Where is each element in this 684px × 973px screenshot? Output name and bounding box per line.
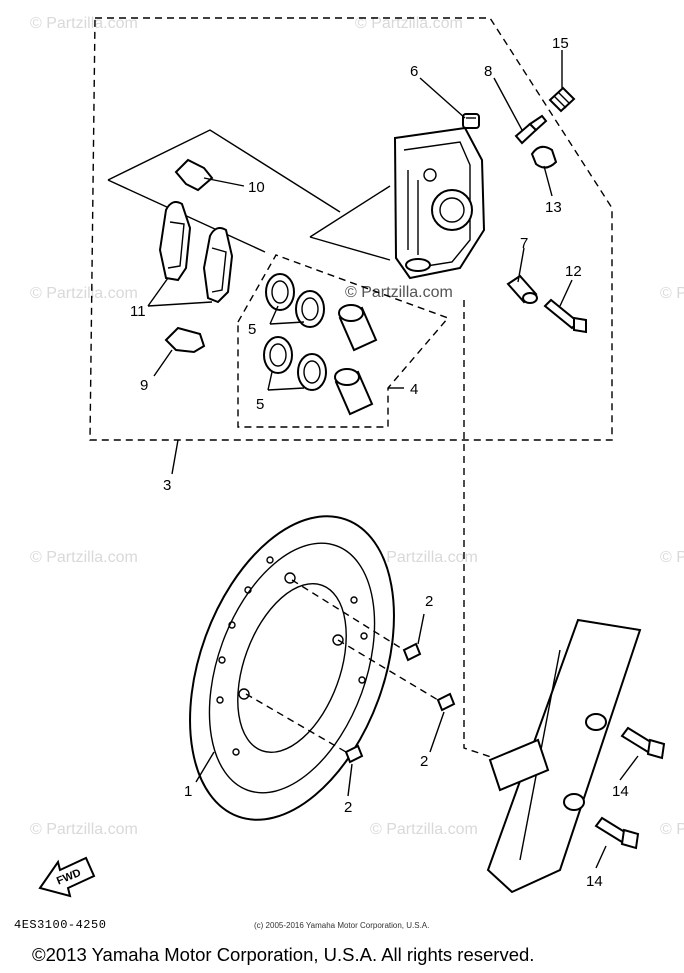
brake-pads-part-11: [158, 201, 234, 304]
watermark-center: © Partzilla.com: [345, 284, 453, 301]
watermark: © Partzilla.com: [30, 285, 138, 302]
callout-14: 14: [586, 873, 603, 890]
bolt-guide-lines: [245, 579, 439, 753]
copyright-notice: ©2013 Yamaha Motor Corporation, U.S.A. A…: [32, 944, 535, 965]
leader-lines: [147, 50, 639, 869]
piston-seals-part-5: [263, 273, 327, 391]
callout-9: 9: [140, 377, 148, 394]
callout-13: 13: [545, 199, 562, 216]
caliper-body: [393, 126, 486, 280]
watermark: © Partzilla.com: [355, 15, 463, 32]
watermark: © Partzilla.com: [660, 285, 684, 302]
callout-5: 5: [256, 396, 264, 413]
pad-spring-part-9: [164, 326, 206, 354]
bolt-part-12: [543, 298, 587, 334]
fork-leg: [486, 618, 642, 894]
callout-7: 7: [520, 235, 528, 252]
callout-6: 6: [410, 63, 418, 80]
brake-disc-part-1: [189, 515, 395, 821]
cap-part-15: [548, 86, 576, 113]
callouts: 6 8 15 13 7 12 10 11 9 5 5 4 3 1 2 2 2 1…: [130, 35, 629, 890]
watermark: © Partzilla.com: [660, 549, 684, 566]
disc-bolts-part-2: [344, 642, 456, 764]
bleed-screw-part-8: [514, 114, 548, 145]
callout-1: 1: [184, 783, 192, 800]
mount-guide-line: [463, 300, 501, 761]
callout-2: 2: [425, 593, 433, 610]
mounting-bolts-part-14: [594, 726, 666, 850]
callout-2: 2: [420, 753, 428, 770]
fwd-direction-arrow: FWD: [38, 856, 96, 898]
watermark: © Partzilla.com: [370, 821, 478, 838]
callout-10: 10: [248, 179, 265, 196]
watermark: © Partzilla.com: [30, 821, 138, 838]
pin-part-7: [506, 274, 538, 304]
bleed-screw-part-6: [462, 113, 480, 129]
callout-11: 11: [130, 303, 146, 320]
watermark: © Partzilla.com: [660, 821, 684, 838]
callout-15: 15: [552, 35, 569, 52]
document-code: 4ES3100-4250: [14, 918, 107, 932]
watermarks: © Partzilla.com © Partzilla.com © Partzi…: [30, 15, 684, 838]
callout-4: 4: [410, 381, 418, 398]
caliper-guide-line: [309, 185, 391, 261]
callout-2: 2: [344, 799, 352, 816]
callout-8: 8: [484, 63, 492, 80]
watermark: © Partzilla.com: [30, 15, 138, 32]
watermark: © Partzilla.com: [30, 549, 138, 566]
callout-14: 14: [612, 783, 629, 800]
callout-3: 3: [163, 477, 171, 494]
small-copyright: (c) 2005-2016 Yamaha Motor Corporation, …: [254, 921, 430, 930]
callout-5: 5: [248, 321, 256, 338]
boot-part-13: [530, 145, 558, 169]
pistons: [334, 304, 378, 416]
callout-12: 12: [565, 263, 582, 280]
pad-support-part-10: [174, 158, 214, 192]
watermark: © Partzilla.com: [370, 549, 478, 566]
caliper-assembly-boundary: [89, 17, 613, 441]
